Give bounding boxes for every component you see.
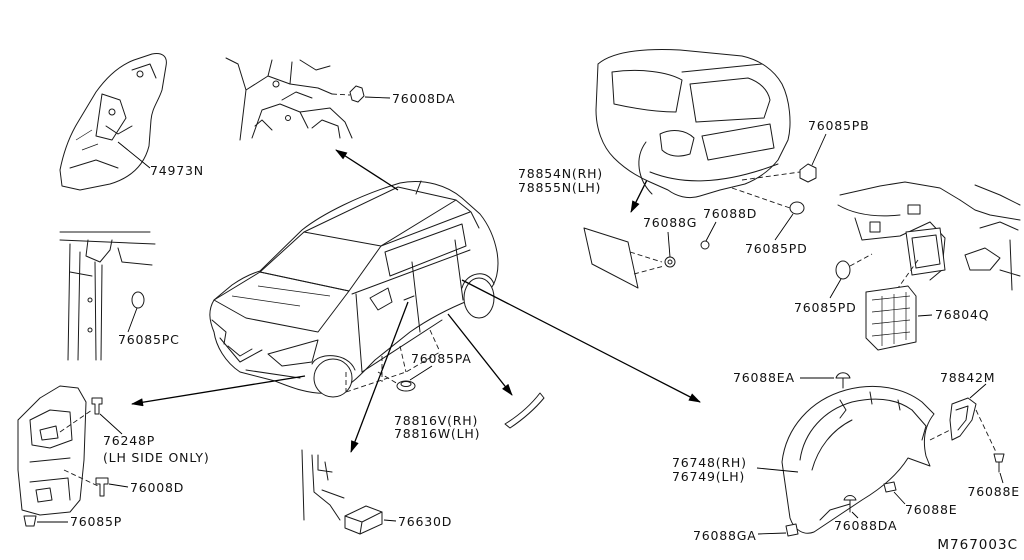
- leader-line: [851, 511, 859, 519]
- plug-part: [835, 260, 851, 280]
- pointer-arrow: [335, 149, 399, 191]
- clip-fastener: [91, 397, 103, 415]
- leader-line: [756, 467, 799, 473]
- figure-code: M767003C: [937, 537, 1018, 553]
- part-number-label: 76630D: [398, 514, 452, 529]
- clip-fastener: [843, 495, 857, 501]
- pointer-arrow: [461, 279, 701, 403]
- rocker-pillar-area: [301, 449, 397, 535]
- part-number-label: 76085PD: [794, 300, 857, 315]
- grille: [219, 337, 263, 363]
- rear-panel-structure: [829, 181, 1021, 351]
- leader-line: [811, 133, 827, 166]
- part-number-label: 76085P: [70, 514, 122, 529]
- trim-strip-part: [504, 392, 545, 429]
- pointer-arrow: [131, 375, 306, 407]
- leader-line: [757, 532, 787, 535]
- lower-quarter-inner-area: [17, 385, 129, 527]
- part-number-label: 76088D: [703, 206, 757, 221]
- rear-wheel: [463, 277, 495, 319]
- part-number-label: 78816W(LH): [394, 426, 480, 441]
- plug-part: [131, 291, 145, 309]
- sill-parts: [377, 365, 545, 429]
- pointer-arrow: [350, 301, 409, 453]
- leader-line: [969, 383, 987, 399]
- clip-fastener: [835, 372, 851, 379]
- leader-line: [705, 221, 717, 242]
- clip-fastener: [23, 515, 37, 527]
- part-number-label: 76748(RH): [672, 455, 747, 470]
- side-mirror: [369, 287, 393, 311]
- front-wheel: [313, 358, 353, 398]
- leader-line: [383, 519, 397, 522]
- part-number-label: 76085PB: [808, 118, 869, 133]
- clip-fastener: [883, 481, 897, 493]
- part-number-label: 76248P: [103, 433, 155, 448]
- leader-line: [117, 141, 151, 169]
- part-number-label: 76008DA: [392, 91, 455, 106]
- hood: [213, 271, 350, 333]
- side-window: [384, 223, 467, 277]
- part-number-label: 78855N(LH): [518, 180, 601, 195]
- clip-fastener: [785, 523, 799, 537]
- part-number-callouts: 74973N 76008DA 76085PC 76248P (LH SIDE O…: [70, 91, 1020, 553]
- vehicle-body-illustration: [209, 180, 499, 398]
- antenna: [415, 180, 422, 195]
- leader-line: [774, 213, 794, 241]
- part-number-label: 78842M: [940, 370, 995, 385]
- part-number-label: 78816V(RH): [394, 413, 478, 428]
- inner-pillar-trim-part: [59, 53, 167, 191]
- leader-line: [917, 314, 933, 317]
- part-number-label: 76804Q: [935, 307, 989, 322]
- plug-part: [789, 201, 805, 215]
- seal-part: [949, 397, 977, 441]
- headlamp: [267, 339, 319, 367]
- vehicle-rear-illustration: [595, 49, 801, 209]
- part-number-label: 76088E: [968, 484, 1020, 499]
- fender-protector-part: [756, 372, 1005, 537]
- leader-line: [829, 278, 842, 299]
- part-number-label: 76085PC: [118, 332, 180, 347]
- leader-line: [667, 231, 671, 258]
- part-number-label: 76088GA: [693, 528, 757, 543]
- leader-line: [108, 483, 129, 488]
- plug-part: [799, 163, 817, 183]
- leader-line: [99, 413, 123, 435]
- part-number-label: 78854N(RH): [518, 166, 603, 181]
- part-number-label: 74973N: [150, 163, 204, 178]
- grommet-part: [664, 256, 676, 268]
- part-number-label: 76088EA: [733, 370, 795, 385]
- clip-fastener: [349, 85, 365, 103]
- rear-pillar-body-area: [225, 57, 391, 141]
- protector-part: [583, 227, 639, 289]
- bolt-fastener: [95, 477, 109, 497]
- tail-lamp: [659, 130, 695, 157]
- leader-line: [364, 96, 391, 99]
- vent-louver-part: [865, 285, 917, 351]
- leader-line: [409, 365, 433, 381]
- clip-fastener: [993, 453, 1005, 463]
- rear-small-parts: [583, 133, 827, 289]
- part-number-label: 76008D: [130, 480, 184, 495]
- leader-line: [893, 491, 906, 505]
- pad-part: [344, 505, 383, 535]
- center-pillar-area: [59, 231, 156, 361]
- part-number-label: 76088G: [643, 215, 697, 230]
- part-note-label: (LH SIDE ONLY): [103, 450, 210, 465]
- part-number-label: 76085PD: [745, 241, 808, 256]
- part-number-label: 76088E: [905, 502, 957, 517]
- part-number-label: 76749(LH): [672, 469, 745, 484]
- leader-line: [999, 472, 1004, 484]
- part-number-label: 76085PA: [411, 351, 472, 366]
- part-number-label: 76088DA: [834, 518, 897, 533]
- leader-line: [127, 307, 138, 333]
- clip-fastener: [700, 240, 710, 250]
- pointer-arrow: [447, 313, 513, 396]
